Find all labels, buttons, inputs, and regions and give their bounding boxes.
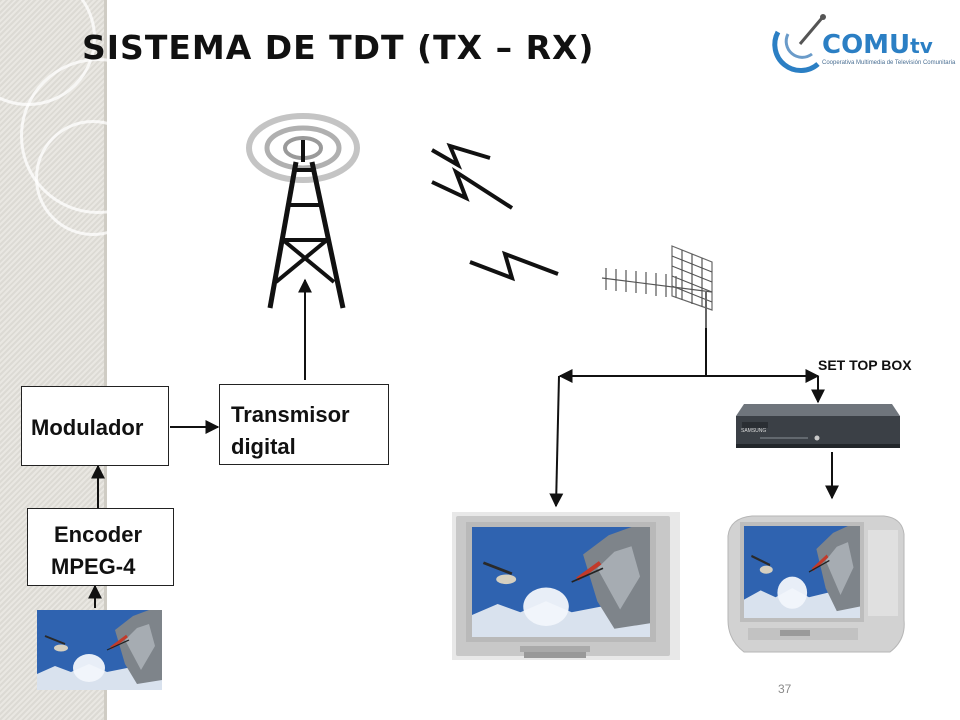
- source-video-image: [37, 610, 162, 690]
- logo-wordmark: COMUtv: [822, 30, 933, 60]
- encoder-label-line2: MPEG-4: [51, 554, 136, 579]
- encoder-label-line1: Encoder: [54, 522, 143, 547]
- stb-brand-label: SAMSUNG: [741, 428, 766, 434]
- flat-tv-screen-image: [472, 527, 650, 637]
- comutv-logo: COMUtv Cooperativa Multimedia de Televis…: [770, 12, 955, 74]
- crt-tv-screen-image: [744, 526, 860, 618]
- logo-brand-suffix: tv: [910, 34, 933, 58]
- side-band-edge: [104, 0, 107, 720]
- modulator-label: Modulador: [31, 415, 144, 440]
- yagi-antenna-icon: [601, 245, 713, 328]
- encoder-block: [27, 508, 174, 586]
- set-top-box-label: SET TOP BOX: [818, 357, 912, 373]
- satellite-dish-icon: [772, 14, 826, 73]
- connection-lines: [88, 278, 839, 608]
- arrow-to-flat-tv: [549, 375, 564, 508]
- radio-wave-icon: [431, 142, 559, 282]
- modulator-block: [21, 386, 169, 466]
- logo-brand: COMU: [822, 30, 911, 60]
- transmission-tower-icon: [246, 113, 360, 309]
- slide-title: SISTEMA DE TDT (TX – RX): [82, 28, 595, 67]
- transmitter-block: [219, 384, 389, 465]
- transmitter-label-line1: Transmisor: [231, 402, 350, 427]
- set-top-box-device: [736, 404, 900, 448]
- logo-tagline: Cooperativa Multimedia de Televisión Com…: [822, 60, 956, 66]
- transmitter-label-line2: digital: [231, 434, 296, 459]
- page-number: 37: [778, 682, 792, 696]
- swirl-decoration: [35, 120, 151, 236]
